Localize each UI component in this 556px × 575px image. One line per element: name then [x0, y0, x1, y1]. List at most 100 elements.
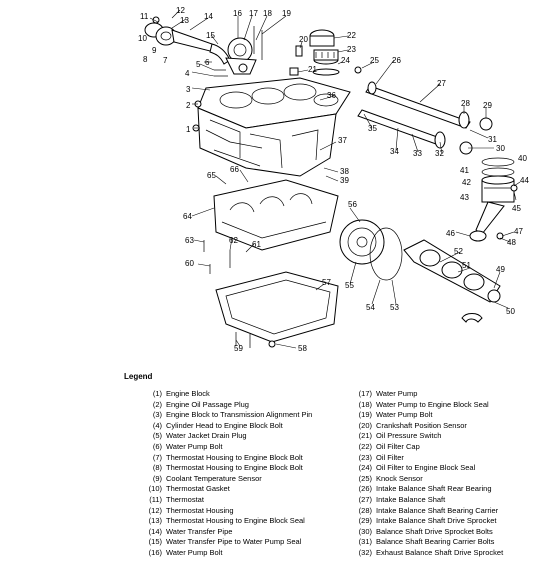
legend-item-number: (11) — [149, 494, 162, 504]
callout-6: 6 — [205, 58, 210, 67]
legend-item: (16)Water Pump Bolt — [142, 548, 312, 559]
callout-36: 36 — [327, 91, 336, 100]
callout-43: 43 — [460, 193, 469, 202]
legend-item: (18)Water Pump to Engine Block Seal — [352, 400, 503, 411]
callout-15: 15 — [206, 31, 215, 40]
callout-56: 56 — [348, 200, 357, 209]
legend-column-right: (17) Water Pump (18)Water Pump to Engine … — [352, 389, 504, 559]
parts-artwork — [144, 9, 521, 349]
legend-item-number: (5) — [152, 431, 162, 441]
callout-9: 9 — [152, 46, 157, 55]
crankcase-part — [213, 179, 339, 251]
legend-item-text: Cylinder Head to Engine Block Bolt — [166, 420, 283, 430]
legend-item-text: Oil Filter Cap — [376, 441, 420, 451]
legend-item-text: Thermostat Housing to Engine Block Bolt — [166, 452, 303, 462]
legend-item-text: Knock Sensor — [376, 473, 423, 483]
legend-item-text: Exhaust Balance Shaft Drive Sprocket — [376, 547, 504, 557]
callout-1: 1 — [186, 125, 191, 134]
legend-item-text: Engine Oil Passage Plug — [166, 399, 249, 409]
legend-item-number: (22) — [358, 441, 372, 451]
callout-24: 24 — [341, 56, 350, 65]
legend-item-number: (12) — [148, 505, 162, 515]
legend-item-number: (8) — [152, 463, 162, 473]
piston-part — [469, 157, 515, 242]
legend-item-number: (6) — [152, 441, 162, 451]
legend-panel: Legend (1)Engine Block (2)Engine Oil Pas… — [0, 368, 556, 575]
callout-8: 8 — [143, 55, 148, 64]
legend-item: (3)Engine Block to Transmission Alignmen… — [142, 410, 313, 421]
callout-66: 66 — [230, 165, 239, 174]
legend-item-number: (17) — [358, 389, 372, 398]
callout-39: 39 — [340, 176, 349, 185]
crankshaft-part — [403, 239, 501, 303]
callout-42: 42 — [462, 178, 471, 187]
crankshaft-sensor-part — [295, 45, 303, 57]
callout-55: 55 — [345, 281, 354, 290]
thermostat-housing-part — [144, 16, 231, 65]
legend-item: (12)Thermostat Housing — [142, 506, 312, 517]
legend-item-text: Thermostat — [166, 494, 204, 504]
callout-62: 62 — [229, 236, 238, 245]
callout-48: 48 — [507, 238, 516, 247]
legend-item: (19)Water Pump Bolt — [352, 410, 503, 421]
legend-item: (5) Water Jacket Drain Plug — [142, 431, 312, 442]
legend-item-number: (23) — [358, 452, 372, 462]
legend-item: (29)Intake Balance Shaft Drive Sprocket — [352, 516, 503, 527]
callout-labels: 1 2 3 4 5 6 7 8 9 10 11 12 13 14 15 16 1… — [138, 6, 529, 353]
legend-item-text: Water Pump — [376, 389, 418, 398]
callout-12: 12 — [176, 6, 185, 15]
legend-item-number: (13) — [148, 516, 162, 526]
legend-item: (14)Water Transfer Pipe — [142, 527, 312, 538]
legend-item-text: Balance Shaft Bearing Carrier Bolts — [376, 537, 495, 547]
pin-part — [510, 184, 518, 192]
legend-item-number: (21) — [358, 431, 372, 441]
legend-item-text: Intake Balance Shaft Bearing Carrier — [376, 505, 499, 515]
balance-shaft-intake-part — [365, 81, 493, 131]
oil-filter-part — [309, 29, 340, 76]
callout-54: 54 — [366, 303, 375, 312]
legend-item-text: Water Transfer Pipe to Water Pump Seal — [166, 537, 302, 547]
legend-item: (17) Water Pump — [352, 389, 503, 400]
legend-item-text: Oil Filter — [376, 452, 404, 462]
legend-item-number: (32) — [358, 547, 372, 557]
legend-item: (21)Oil Pressure Switch — [352, 431, 503, 442]
legend-item-number: (31) — [358, 537, 372, 547]
water-pump-part — [225, 26, 263, 75]
legend-item-text: Engine Block — [166, 389, 210, 398]
legend-item: (24)Oil Filter to Engine Block Seal — [352, 463, 503, 474]
legend-item-number: (26) — [358, 484, 372, 494]
callout-13: 13 — [180, 16, 189, 25]
legend-title: Legend — [124, 372, 153, 381]
callout-25: 25 — [370, 56, 379, 65]
legend-item-text: Intake Balance Shaft Drive Sprocket — [376, 516, 497, 526]
legend-item: (28)Intake Balance Shaft Bearing Carrier — [352, 506, 503, 517]
legend-item: (25)Knock Sensor — [352, 474, 503, 485]
legend-item: (7)Thermostat Housing to Engine Block Bo… — [142, 453, 312, 464]
callout-17: 17 — [249, 9, 258, 18]
callout-35: 35 — [368, 124, 377, 133]
callout-38: 38 — [340, 167, 349, 176]
legend-item-text: Intake Balance Shaft Rear Bearing — [376, 484, 492, 494]
callout-21: 21 — [308, 65, 317, 74]
callout-58: 58 — [298, 344, 307, 353]
legend-item-number: (15) — [148, 537, 162, 547]
callout-26: 26 — [392, 56, 401, 65]
legend-item: (1)Engine Block — [142, 389, 312, 400]
exploded-engine-diagram: 1 2 3 4 5 6 7 8 9 10 11 12 13 14 15 16 1… — [138, 6, 529, 353]
legend-item-text: Water Pump Bolt — [166, 441, 223, 451]
legend-item: (26) Intake Balance Shaft Rear Bearing — [352, 484, 503, 495]
callout-18: 18 — [263, 9, 272, 18]
callout-40: 40 — [518, 154, 527, 163]
flexplate-part — [339, 219, 385, 265]
callout-14: 14 — [204, 12, 213, 21]
callout-32: 32 — [435, 149, 444, 158]
callout-49: 49 — [496, 265, 505, 274]
callout-23: 23 — [347, 45, 356, 54]
rear-seal-part — [369, 227, 403, 281]
legend-item: (23) Oil Filter — [352, 453, 503, 464]
legend-item-text: Water Jacket Drain Plug — [166, 431, 247, 441]
callout-5: 5 — [196, 60, 201, 69]
bearing-part — [461, 313, 483, 323]
callout-53: 53 — [390, 303, 399, 312]
legend-item-number: (19) — [358, 410, 372, 420]
